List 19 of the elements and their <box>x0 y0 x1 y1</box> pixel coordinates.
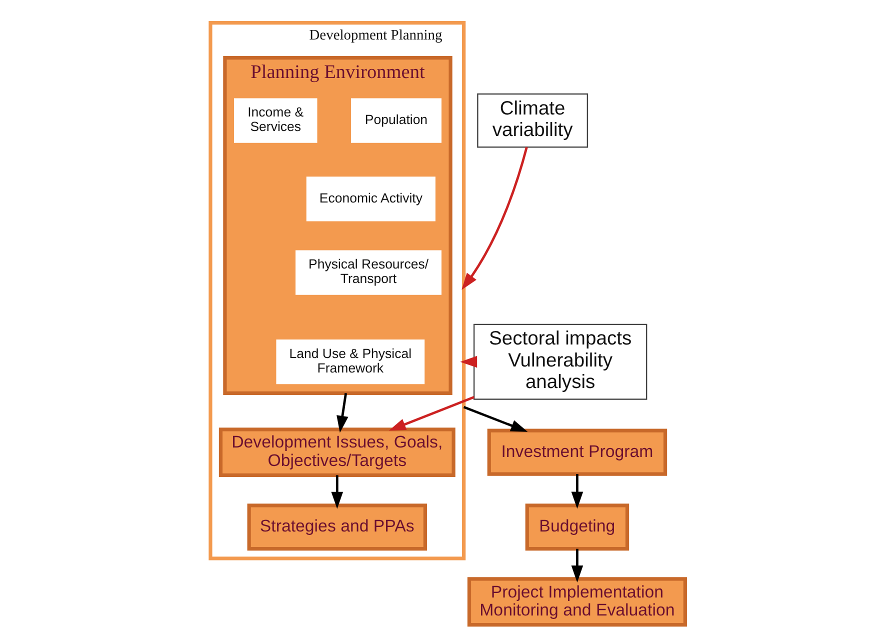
node-box: Income & Services <box>234 98 317 143</box>
arrow <box>570 474 583 509</box>
node-box: Physical Resources/ Transport <box>295 250 441 295</box>
arrow <box>570 548 583 582</box>
arrow <box>460 356 477 368</box>
node-box: Budgeting <box>524 504 629 551</box>
node-box: Investment Program <box>486 428 667 476</box>
node-box: Development Issues, Goals, Objectives/Targets <box>218 428 455 478</box>
node-box: Strategies and PPAs <box>246 504 427 551</box>
arrow <box>462 406 528 432</box>
arrow <box>330 475 343 509</box>
node-box: Climate variability <box>476 93 588 148</box>
arrow <box>461 146 528 290</box>
node-box: Population <box>350 98 441 143</box>
node-box: Project Implementation Monitoring and Evaluation <box>466 577 686 627</box>
node-box: Land Use & Physical Framework <box>276 340 424 384</box>
arrow <box>336 393 348 433</box>
node-box: Economic Activity <box>306 176 435 222</box>
arrow <box>388 396 474 431</box>
